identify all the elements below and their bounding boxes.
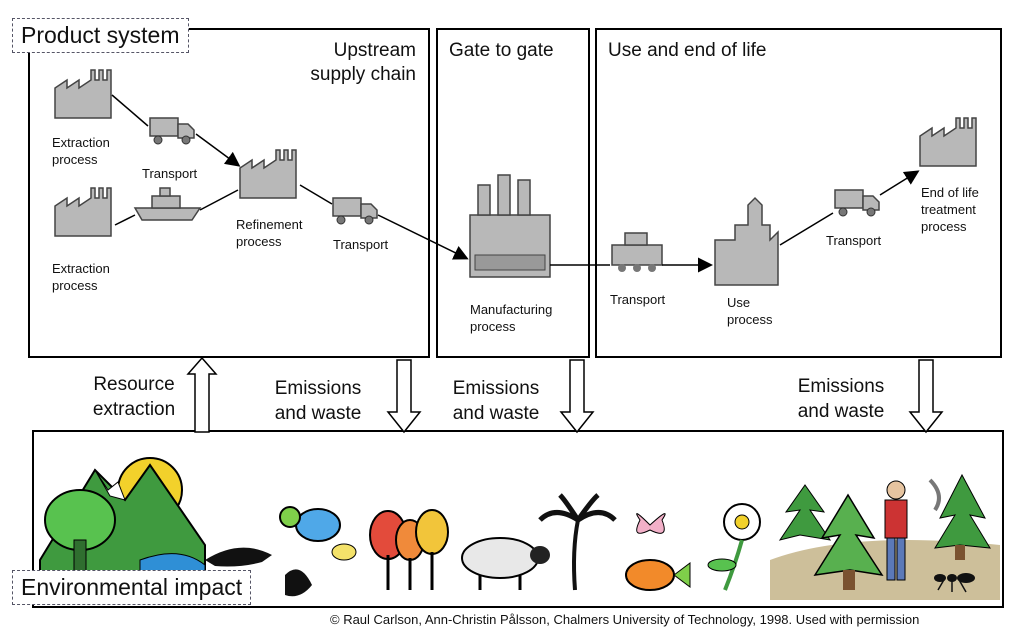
transport-2-label: Transport — [333, 237, 389, 252]
whale-icon — [205, 547, 312, 597]
manufacturing-process-label: Manufacturing process — [470, 302, 553, 334]
end-of-life-label: End of life treatment process — [921, 185, 979, 234]
upstream-heading: Upstream supply chain — [310, 40, 416, 85]
train-icon — [611, 232, 663, 272]
credit-text: © Raul Carlson, Ann-Christin Pålsson, Ch… — [330, 612, 920, 627]
gate-to-gate-box — [436, 28, 590, 358]
extraction-process-2-label: Extraction process — [52, 261, 110, 293]
emissions-waste-1-label: Emissions and waste — [274, 378, 362, 424]
refinement-process-label: Refinement process — [236, 217, 303, 249]
bird-icon — [279, 506, 357, 561]
extraction-factory-2-icon — [54, 187, 112, 237]
butterfly-fish-icon — [625, 513, 691, 591]
emissions-arrow-2 — [559, 359, 595, 434]
ant-icon — [934, 573, 975, 593]
product-system-title: Product system — [12, 18, 189, 53]
manufacturing-plant-icon — [469, 174, 551, 278]
truck-1-icon — [149, 117, 195, 145]
use-process-label: Use process — [727, 295, 773, 327]
transport-4-label: Transport — [826, 233, 882, 248]
transport-1-label: Transport — [142, 166, 198, 181]
emissions-arrow-3 — [908, 359, 944, 434]
gate-to-gate-heading: Gate to gate — [449, 40, 554, 61]
use-end-of-life-box — [595, 28, 1002, 358]
extraction-factory-1-icon — [54, 69, 112, 119]
sheep-icon — [461, 537, 550, 590]
resource-extraction-label: Resource extraction — [92, 374, 176, 420]
transport-3-label: Transport — [610, 292, 666, 307]
autumn-trees-icon — [369, 509, 449, 590]
sun-mountain-scene — [39, 457, 206, 596]
ship-icon — [133, 187, 202, 221]
forest-icon — [770, 473, 1000, 600]
flower-icon — [707, 503, 761, 591]
emissions-arrow-1 — [386, 359, 422, 434]
refinement-factory-icon — [239, 149, 297, 199]
use-end-of-life-heading: Use and end of life — [608, 40, 767, 61]
end-of-life-factory-icon — [919, 117, 977, 167]
extraction-process-1-label: Extraction process — [52, 135, 110, 167]
emissions-waste-3-label: Emissions and waste — [797, 376, 885, 422]
palm-tree-icon — [538, 493, 617, 591]
person-icon — [884, 478, 941, 581]
truck-3-icon — [834, 189, 880, 217]
use-building-icon — [714, 196, 779, 286]
resource-arrow — [186, 356, 218, 433]
truck-2-icon — [332, 197, 378, 225]
emissions-waste-2-label: Emissions and waste — [452, 378, 540, 424]
environmental-impact-title: Environmental impact — [12, 570, 252, 605]
